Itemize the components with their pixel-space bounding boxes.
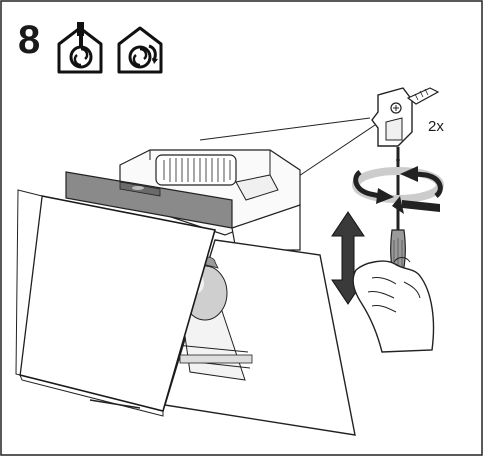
- house-recirculation-icon: [119, 28, 161, 72]
- step-number: 8: [18, 20, 40, 60]
- house-exhaust-icon: [59, 22, 101, 72]
- hand-icon: [353, 258, 433, 353]
- quantity-label: 2x: [428, 118, 444, 135]
- mounting-bracket: [372, 88, 438, 146]
